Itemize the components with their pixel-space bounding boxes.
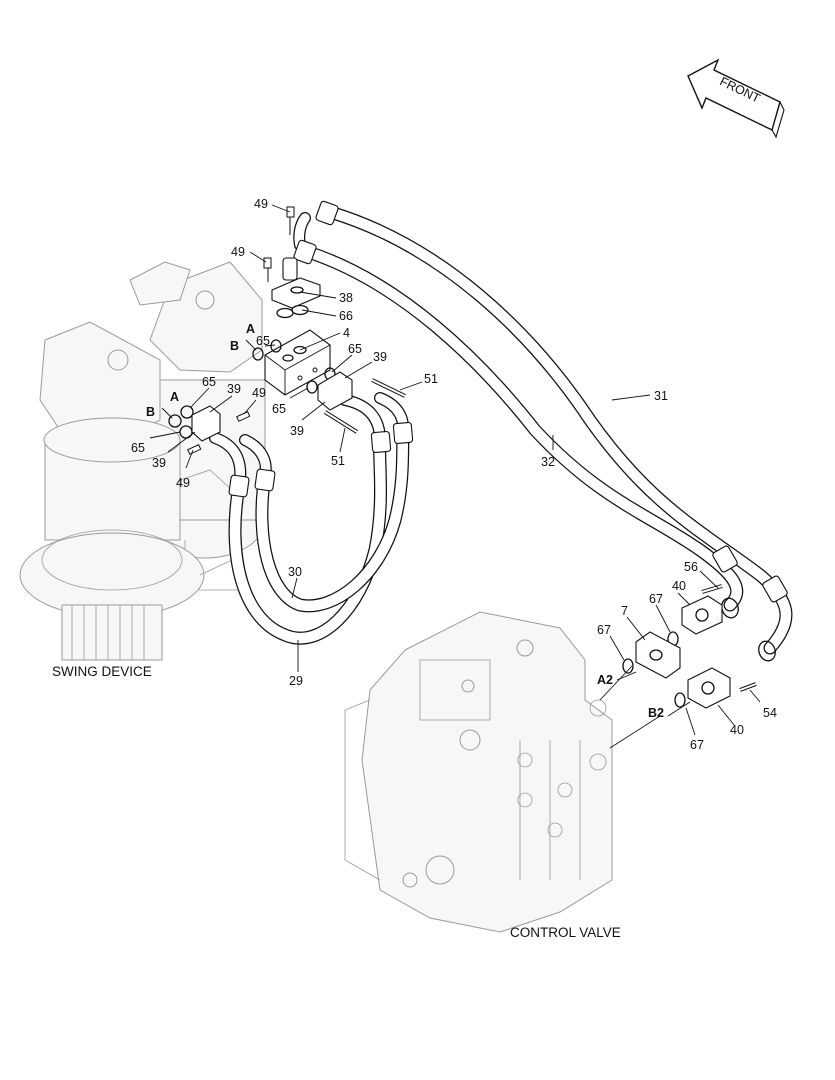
swing-device-front <box>19 321 233 661</box>
front-arrow-icon: FRONT <box>687 58 785 139</box>
flange-40-lower <box>674 667 757 709</box>
callout-67: 67 <box>690 738 704 752</box>
callout-39: 39 <box>227 382 241 396</box>
callout-66: 66 <box>339 309 353 323</box>
callout-56: 56 <box>684 560 698 574</box>
callout-4: 4 <box>343 326 350 340</box>
bolt-49-top <box>263 206 295 282</box>
callout-65: 65 <box>256 334 270 348</box>
callout-38: 38 <box>339 291 353 305</box>
callout-7: 7 <box>621 604 628 618</box>
callout-65: 65 <box>348 342 362 356</box>
port-label-a: A <box>246 322 255 336</box>
callout-32: 32 <box>541 455 555 469</box>
callout-31: 31 <box>654 389 668 403</box>
callout-65: 65 <box>131 441 145 455</box>
leader-lines <box>149 204 761 749</box>
left-fittings <box>168 405 251 455</box>
callout-29: 29 <box>289 674 303 688</box>
port-label-a: A <box>170 390 179 404</box>
port-label-a2: A2 <box>597 673 613 687</box>
hose-30 <box>255 423 410 613</box>
port-label-b: B <box>230 339 239 353</box>
flange-40-upper <box>667 584 723 647</box>
callout-39: 39 <box>290 424 304 438</box>
callout-54: 54 <box>763 706 777 720</box>
port-label-b: B <box>146 405 155 419</box>
flange-38 <box>271 257 321 319</box>
control-valve-body <box>344 611 613 933</box>
callouts: 49 49 38 66 4 65 A B 65 39 51 65 39 51 6… <box>131 197 777 752</box>
port-label-b2: B2 <box>648 706 664 720</box>
callout-49: 49 <box>231 245 245 259</box>
callout-51: 51 <box>331 454 345 468</box>
callout-65: 65 <box>272 402 286 416</box>
callout-49: 49 <box>254 197 268 211</box>
callout-39: 39 <box>152 456 166 470</box>
callout-39: 39 <box>373 350 387 364</box>
swing-device-caption: SWING DEVICE <box>52 664 152 679</box>
callout-40: 40 <box>730 723 744 737</box>
callout-67: 67 <box>597 623 611 637</box>
right-fittings <box>252 339 406 434</box>
callout-30: 30 <box>288 565 302 579</box>
hose-29 <box>228 433 388 645</box>
callout-49: 49 <box>252 386 266 400</box>
callout-51: 51 <box>424 372 438 386</box>
hose-29-30-fittings <box>209 392 414 498</box>
hose-32-fittings <box>293 239 739 619</box>
callout-67: 67 <box>649 592 663 606</box>
callout-65: 65 <box>202 375 216 389</box>
control-valve-caption: CONTROL VALVE <box>510 925 621 940</box>
callout-49: 49 <box>176 476 190 490</box>
plate-7 <box>622 631 681 679</box>
callout-40: 40 <box>672 579 686 593</box>
